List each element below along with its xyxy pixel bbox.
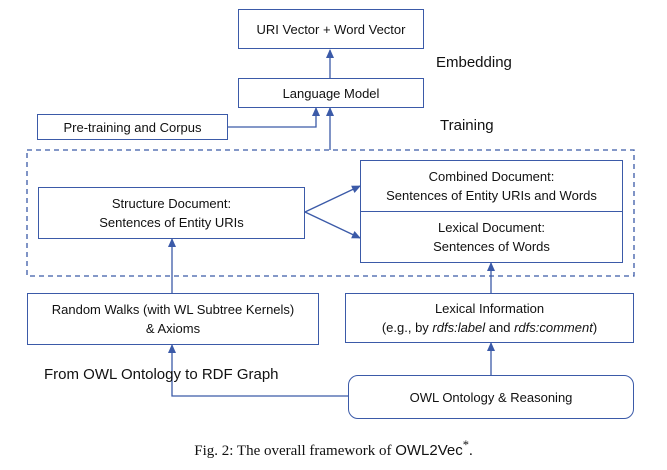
structure-doc-line1: Structure Document: (111, 196, 232, 211)
uri-word-vector-box: URI Vector + Word Vector (238, 9, 424, 49)
arrow-structure-to-combined (304, 185, 361, 213)
language-model-box: Language Model (238, 78, 424, 108)
structure-doc-line2: Sentences of Entity URIs (99, 215, 244, 230)
rdfs-label-term: rdfs:label (432, 320, 486, 335)
embedding-label: Embedding (436, 54, 512, 71)
rdfs-comment-term: rdfs:comment (514, 320, 593, 335)
arrow-structure-to-lexical (304, 211, 361, 239)
random-walks-line1: Random Walks (with WL Subtree Kernels) (51, 302, 295, 317)
structure-document-box: Structure Document: Sentences of Entity … (38, 187, 305, 239)
uri-word-vector-text: URI Vector + Word Vector (256, 21, 406, 37)
pretraining-text: Pre-training and Corpus (63, 119, 202, 135)
lexical-doc-line1: Lexical Document: (438, 220, 545, 235)
lexical-info-line1: Lexical Information (434, 301, 545, 316)
random-walks-line2: & Axioms (145, 321, 201, 336)
arrow-owl-to-walks (168, 344, 348, 397)
lexical-information-box: Lexical Information (e.g., by rdfs:label… (345, 293, 634, 343)
training-region (26, 149, 635, 277)
caption-suffix: . (468, 443, 473, 459)
caption-name: OWL2Vec (395, 442, 463, 459)
combined-doc-line1: Combined Document: (428, 169, 555, 184)
figure-caption: Fig. 2: The overall framework of OWL2Vec… (0, 438, 667, 460)
training-label: Training (440, 117, 494, 134)
caption-prefix: Fig. 2: The overall framework of (194, 443, 396, 459)
caption-sup: * (462, 438, 469, 452)
arrow-pretraining-to-lm (228, 107, 320, 128)
owl-ontology-box: OWL Ontology & Reasoning (348, 375, 634, 419)
lexical-info-suffix: ) (592, 320, 598, 335)
combined-doc-line2: Sentences of Entity URIs and Words (386, 188, 597, 203)
lexical-info-connector: and (485, 320, 515, 335)
pretraining-box: Pre-training and Corpus (37, 114, 228, 140)
language-model-text: Language Model (282, 85, 380, 101)
owl-ontology-text: OWL Ontology & Reasoning (409, 389, 573, 405)
lexical-doc-line2: Sentences of Words (433, 239, 550, 254)
combined-document-box: Combined Document: Sentences of Entity U… (360, 160, 623, 212)
lexical-document-box: Lexical Document: Sentences of Words (360, 211, 623, 263)
lexical-info-line2: (e.g., by rdfs:label and rdfs:comment) (382, 318, 597, 337)
random-walks-box: Random Walks (with WL Subtree Kernels) &… (27, 293, 319, 345)
lexical-info-prefix: (e.g., by (381, 320, 433, 335)
from-owl-label: From OWL Ontology to RDF Graph (44, 366, 279, 383)
